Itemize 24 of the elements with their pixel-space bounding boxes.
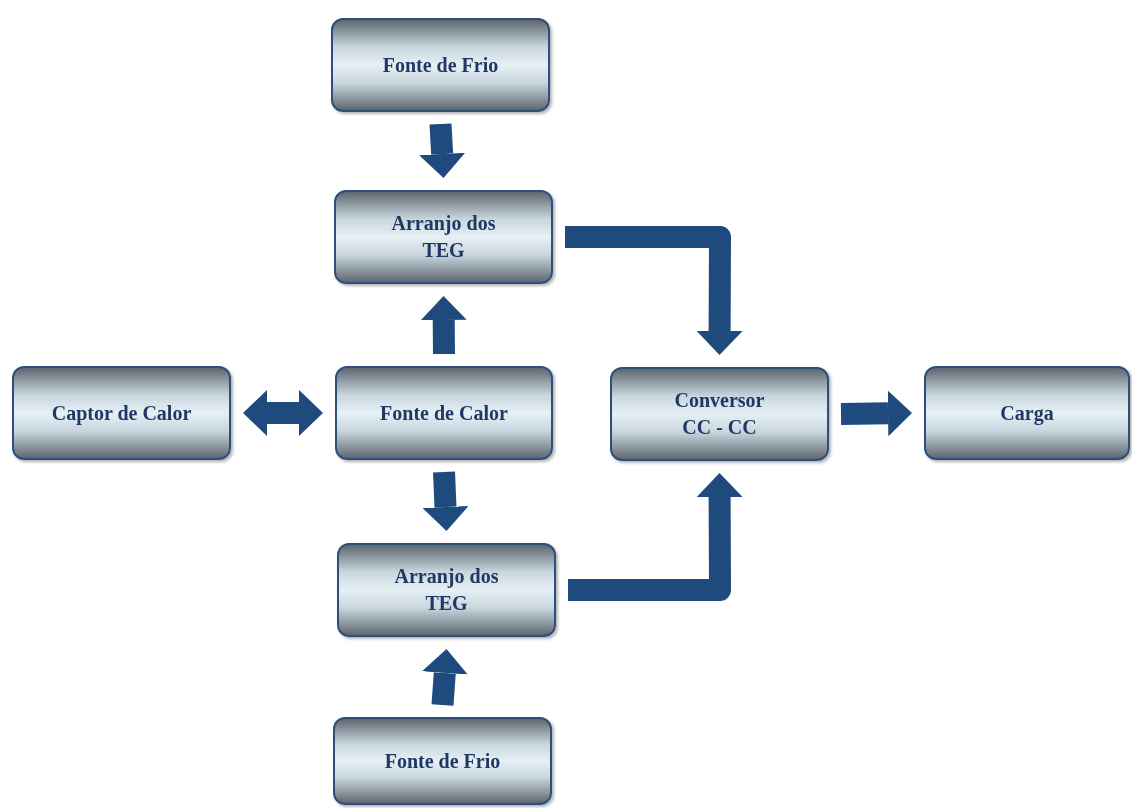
box-label: Carga (1000, 400, 1054, 427)
process-box (333, 717, 552, 805)
process-box (335, 366, 553, 460)
process-box (610, 367, 829, 461)
process-box (337, 543, 556, 637)
process-box (12, 366, 231, 460)
block-arrow (422, 471, 469, 531)
box-label: Fonte de Calor (380, 400, 508, 426)
block-arrow (419, 123, 466, 178)
block-arrow (243, 390, 323, 436)
block-arrow (568, 473, 743, 601)
process-box (924, 366, 1130, 460)
block-arrow (420, 296, 467, 355)
block-arrow (421, 649, 468, 706)
box-label: Captor de Calor (51, 400, 192, 427)
process-box (334, 190, 553, 284)
process-box (331, 18, 550, 112)
box-label: Arranjo dos TEG (393, 564, 500, 616)
box-label: Fonte de Frio (382, 52, 499, 78)
block-arrow (840, 390, 912, 437)
box-label: Fonte de Frio (384, 748, 501, 774)
box-label: Arranjo dos TEG (390, 211, 497, 263)
block-arrow (565, 226, 743, 355)
box-label: Conversor CC - CC (673, 388, 766, 440)
